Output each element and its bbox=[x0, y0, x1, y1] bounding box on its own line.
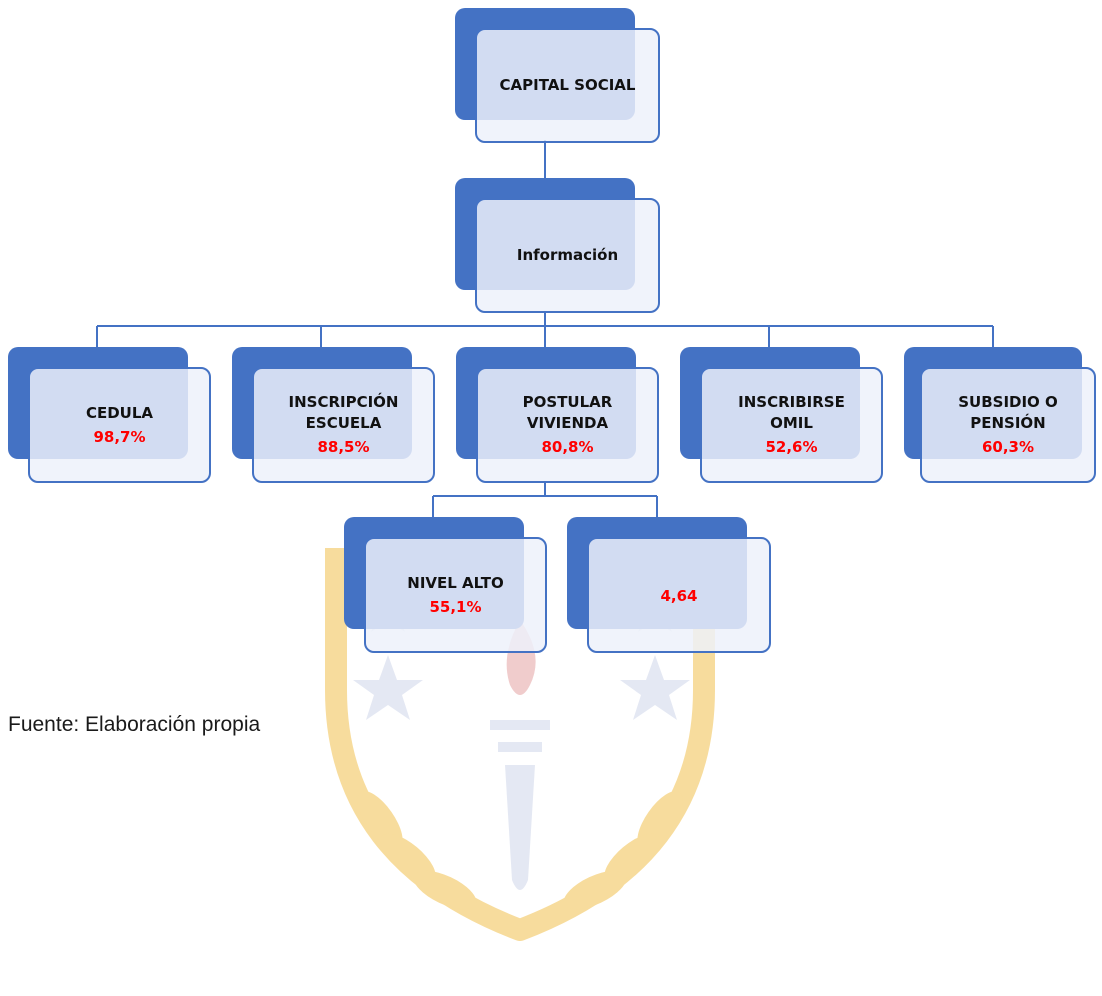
node-value: 80,8% bbox=[541, 438, 594, 456]
node-capital-social: CAPITAL SOCIAL bbox=[455, 8, 660, 143]
node-score: 4,64 bbox=[567, 517, 771, 653]
node-label: INSCRIBIRSE OMIL bbox=[738, 393, 845, 432]
node-value: 4,64 bbox=[660, 587, 698, 605]
node-subsidio-pension: SUBSIDIO O PENSIÓN 60,3% bbox=[904, 347, 1096, 483]
node-label: Información bbox=[516, 246, 619, 264]
node-inscripcion-escuela: INSCRIPCIÓN ESCUELA 88,5% bbox=[232, 347, 435, 483]
node-value: 88,5% bbox=[317, 438, 370, 456]
node-inscribirse-omil: INSCRIBIRSE OMIL 52,6% bbox=[680, 347, 883, 483]
node-label: POSTULAR VIVIENDA bbox=[522, 393, 613, 432]
node-postular-vivienda: POSTULAR VIVIENDA 80,8% bbox=[456, 347, 659, 483]
node-label: SUBSIDIO O PENSIÓN bbox=[958, 393, 1058, 432]
node-value: 55,1% bbox=[429, 597, 482, 616]
node-value: 60,3% bbox=[981, 438, 1035, 456]
node-label: NIVEL ALTO bbox=[407, 573, 504, 592]
node-label: INSCRIPCIÓN ESCUELA bbox=[288, 393, 399, 432]
node-label: CEDULA bbox=[85, 403, 154, 422]
source-note: Fuente: Elaboración propia bbox=[8, 713, 261, 736]
node-value: 52,6% bbox=[765, 438, 818, 456]
node-value: 98,7% bbox=[93, 427, 146, 446]
node-label: CAPITAL SOCIAL bbox=[499, 76, 636, 94]
node-nivel-alto: NIVEL ALTO 55,1% bbox=[344, 517, 547, 653]
node-informacion: Información bbox=[455, 178, 660, 313]
node-cedula: CEDULA 98,7% bbox=[8, 347, 211, 483]
